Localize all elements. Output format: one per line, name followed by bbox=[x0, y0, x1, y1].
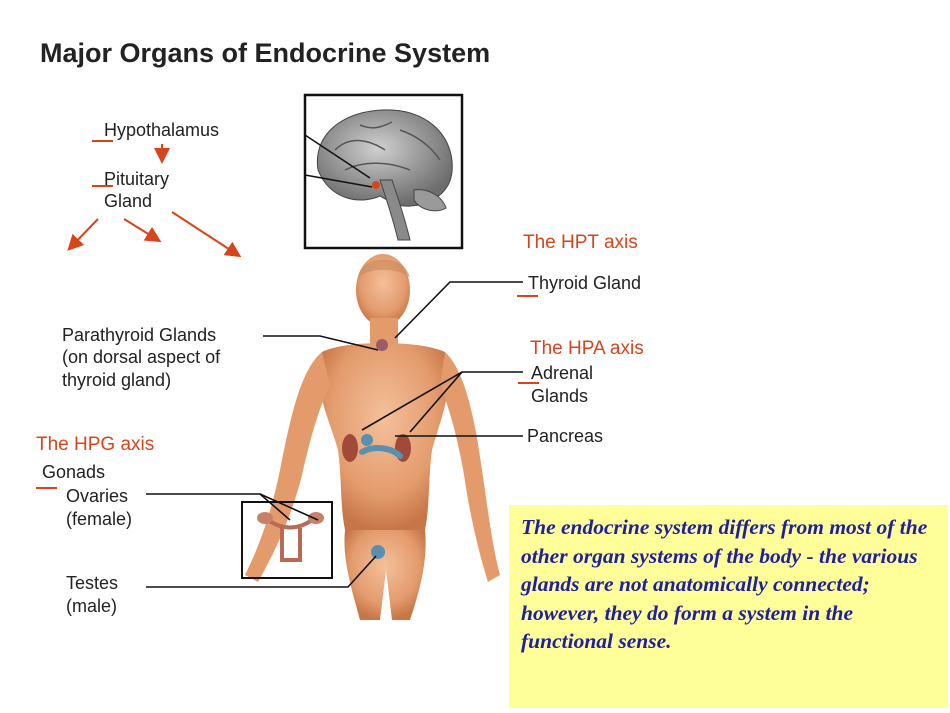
leader-testes bbox=[146, 555, 377, 588]
left-kidney bbox=[342, 434, 358, 462]
label-adrenal-line1: Adrenal bbox=[531, 363, 594, 383]
label-testes-line1: Testes bbox=[66, 573, 119, 593]
brain-inset bbox=[303, 93, 464, 250]
adrenal-gland bbox=[361, 434, 373, 446]
label-hpg-axis: The HPG axis bbox=[36, 434, 155, 455]
accent-dash-hypothalamus bbox=[92, 140, 113, 142]
right-kidney bbox=[395, 434, 411, 462]
label-parathyroid-line2: (on dorsal aspect of bbox=[62, 347, 221, 367]
pancreas-organ bbox=[359, 445, 403, 459]
info-note: The endocrine system differs from most o… bbox=[509, 505, 948, 708]
leader-parathyroid bbox=[263, 335, 379, 351]
accent-dash-gonads bbox=[36, 487, 57, 489]
label-parathyroid-line3: thyroid gland) bbox=[62, 370, 172, 390]
accent-dash-thyroid bbox=[517, 295, 538, 297]
body-figure bbox=[245, 254, 500, 620]
page-title: Major Organs of Endocrine System bbox=[40, 38, 491, 68]
leader-ovaries-2 bbox=[259, 493, 319, 521]
label-pancreas: Pancreas bbox=[527, 426, 604, 446]
label-hpa-axis: The HPA axis bbox=[530, 338, 644, 359]
label-thyroid: Thyroid Gland bbox=[528, 273, 642, 293]
accent-dash-adrenal bbox=[518, 382, 539, 384]
label-parathyroid-line1: Parathyroid Glands bbox=[62, 325, 217, 345]
label-ovaries-line1: Ovaries bbox=[66, 486, 129, 506]
label-pituitary-line2: Gland bbox=[104, 191, 153, 211]
leader-thyroid bbox=[394, 281, 523, 339]
label-hypothalamus: Hypothalamus bbox=[104, 120, 220, 140]
ovaries-inset bbox=[241, 501, 333, 579]
label-testes-line2: (male) bbox=[66, 596, 118, 616]
arrow-pituitary-left bbox=[67, 218, 99, 251]
arrow-pituitary-right bbox=[171, 211, 242, 258]
leader-lines bbox=[146, 281, 523, 588]
accent-dash-pituitary bbox=[92, 185, 113, 187]
cascade-arrows bbox=[67, 144, 242, 258]
testes-organ bbox=[371, 545, 385, 559]
thyroid-gland bbox=[376, 339, 388, 351]
leader-adrenal-2 bbox=[409, 371, 463, 433]
arrow-pituitary-middle bbox=[123, 218, 162, 243]
label-pituitary-line1: Pituitary bbox=[104, 169, 170, 189]
label-adrenal-line2: Glands bbox=[531, 386, 589, 406]
label-gonads: Gonads bbox=[42, 462, 106, 482]
label-ovaries-line2: (female) bbox=[66, 509, 133, 529]
label-hpt-axis: The HPT axis bbox=[523, 232, 638, 253]
